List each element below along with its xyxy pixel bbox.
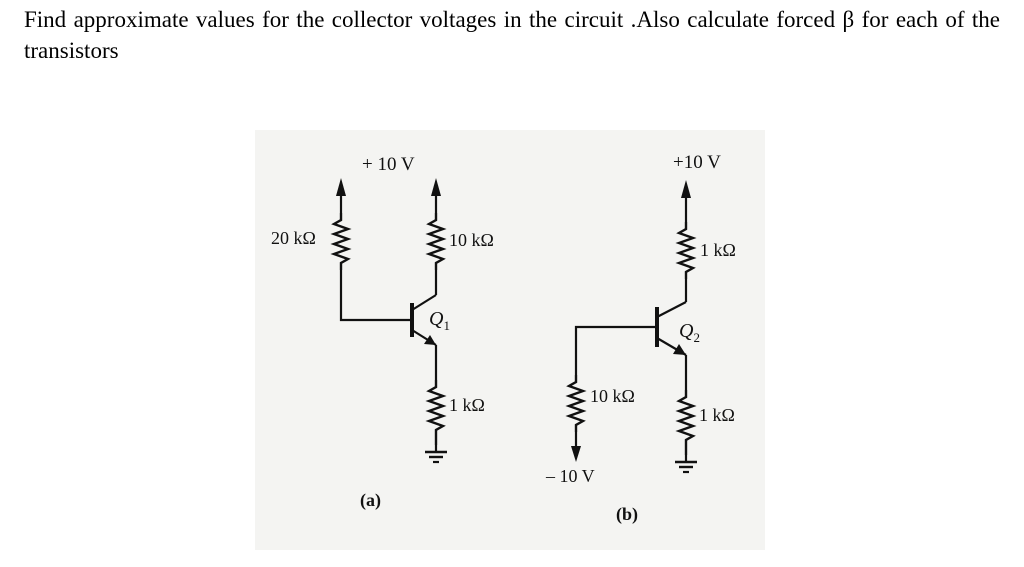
- label-a-re: 1 kΩ: [449, 395, 485, 415]
- base-wire-b: [574, 325, 657, 375]
- label-b-rb: 10 kΩ: [590, 386, 635, 406]
- circuit-a: + 10 V 20 kΩ 10 kΩ Q1 1 kΩ (a): [271, 154, 494, 511]
- label-q2-letter: Q: [679, 320, 694, 342]
- label-q2: Q2: [679, 320, 700, 345]
- resistor-a-rc: [425, 213, 447, 270]
- label-a-supply: + 10 V: [362, 154, 415, 175]
- label-b-re: 1 kΩ: [699, 405, 735, 425]
- transistor-q2-emitter-arrow: [673, 344, 686, 355]
- circuit-b: +10 V 1 kΩ Q2 10 kΩ – 10 V 1 kΩ (b): [545, 152, 736, 525]
- resistor-b-rc: [675, 222, 697, 279]
- label-b-rc: 1 kΩ: [700, 240, 736, 260]
- label-q2-sub: 2: [693, 330, 700, 345]
- label-q1: Q1: [429, 308, 450, 333]
- transistor-q2-collector: [656, 301, 687, 318]
- resistor-b-rb: [565, 375, 587, 432]
- supply-arrow-a-base: [336, 178, 346, 196]
- resistor-a-rb: [330, 213, 352, 270]
- question-text: Find approximate values for the collecto…: [24, 7, 1000, 63]
- label-b-supply-top: +10 V: [673, 152, 721, 173]
- label-q1-letter: Q: [429, 308, 444, 330]
- caption-a: (a): [360, 490, 381, 511]
- label-a-rc: 10 kΩ: [449, 230, 494, 250]
- resistor-a-re: [425, 380, 447, 445]
- supply-arrow-b-bottom: [571, 446, 581, 462]
- base-wire-a: [339, 270, 412, 322]
- ground-icon-b: [675, 460, 697, 474]
- caption-b: (b): [616, 504, 638, 525]
- label-b-supply-bottom: – 10 V: [545, 466, 595, 486]
- transistor-q1-emitter-arrow: [424, 335, 436, 345]
- supply-arrow-b-top: [681, 180, 691, 198]
- resistor-b-re: [675, 390, 697, 455]
- label-a-rb: 20 kΩ: [271, 228, 316, 248]
- ground-icon-a: [425, 450, 447, 464]
- label-q1-sub: 1: [443, 318, 450, 333]
- supply-arrow-a-collector: [431, 178, 441, 196]
- transistor-q1-collector: [411, 294, 437, 311]
